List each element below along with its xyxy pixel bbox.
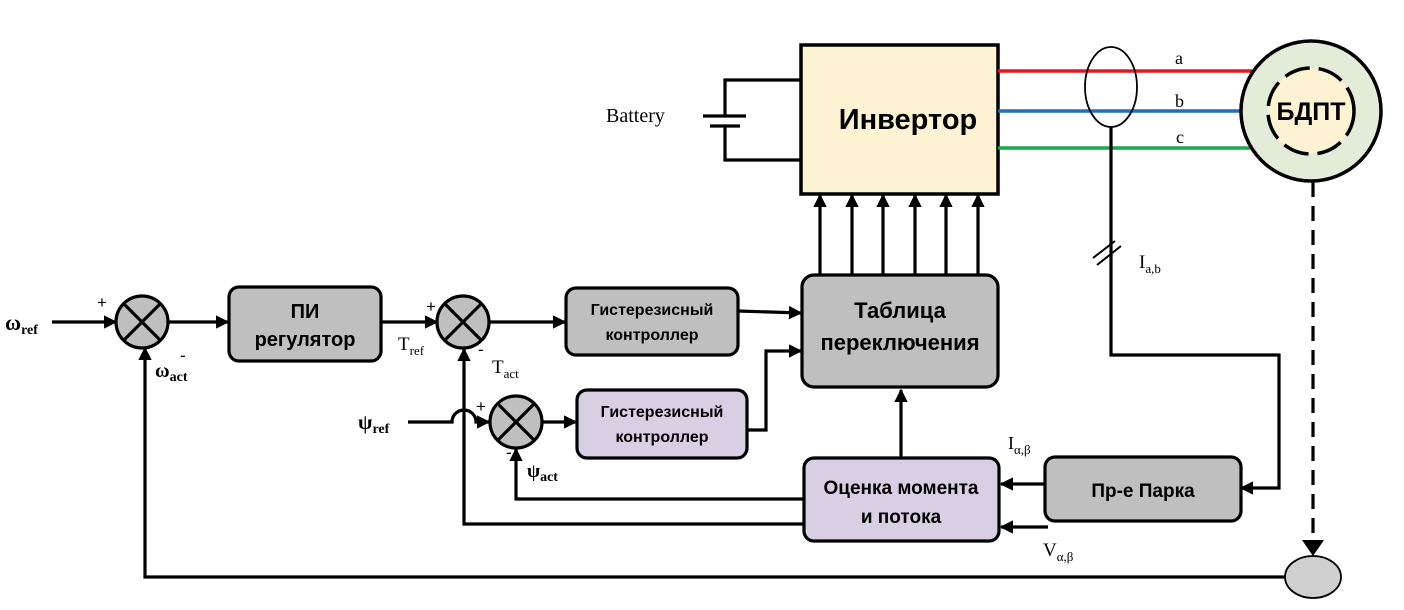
current-ab-label: Ia,b	[1139, 252, 1161, 276]
hyst1-line2: контроллер	[605, 327, 698, 344]
torque-flux-estimator-block	[802, 456, 1001, 543]
torque-feedback-line	[457, 347, 804, 526]
park-transform-label: Пр-е Парка	[1091, 481, 1195, 502]
estimator-label-line2: и потока	[861, 507, 942, 528]
current-sensor-ring	[1084, 46, 1138, 128]
flux-hysteresis-block	[575, 388, 749, 460]
speed-feedback-line	[138, 346, 1285, 579]
flux-summing-junction	[488, 394, 544, 450]
psi-ref-label: ψref	[358, 410, 390, 437]
inverter-label: Инвертор	[839, 104, 978, 136]
psi-act-label: ψact	[527, 461, 558, 485]
battery-label: Battery	[606, 105, 665, 127]
torque-ref-label: Tref	[398, 334, 425, 358]
motor-label: БДПТ	[1276, 98, 1345, 126]
torque-hysteresis-block	[564, 286, 740, 357]
phase-b-label: b	[1175, 91, 1184, 111]
gate-signal-arrows	[813, 193, 985, 275]
current-alphabeta-label: Iα,β	[1008, 433, 1031, 457]
pi-label-line1: ПИ	[291, 301, 320, 323]
hyst2-line1: Гистерезисный	[601, 404, 724, 421]
pi-regulator-block	[227, 285, 383, 363]
sum1-minus: -	[180, 346, 186, 365]
phase-c-label: c	[1176, 127, 1184, 147]
switching-table-line1: Таблица	[854, 298, 946, 323]
switching-table-line2: переключения	[820, 330, 979, 355]
motor-rotor	[1266, 66, 1356, 156]
battery-symbol	[703, 78, 800, 162]
torque-act-label: Tact	[492, 357, 519, 381]
omega-act-label: ωact	[155, 360, 188, 385]
speed-sensor	[1284, 555, 1342, 599]
current-feedback-line	[1109, 127, 1281, 495]
hyst2-line2: контроллер	[615, 429, 708, 446]
omega-ref-label: ωref	[5, 310, 38, 338]
hyst1-line1: Гистерезисный	[591, 302, 714, 319]
inverter-block	[799, 43, 1000, 196]
phase-a-label: a	[1175, 48, 1183, 68]
sum1-plus: +	[97, 293, 107, 312]
flux-feedback-line	[509, 447, 804, 501]
voltage-alphabeta-label: Vα,β	[1043, 540, 1074, 564]
estimator-label-line1: Оценка момента	[824, 478, 979, 499]
park-transform-block	[1043, 455, 1243, 523]
sum3-minus: -	[506, 443, 512, 462]
switching-table-block	[800, 273, 1000, 389]
sum2-minus: -	[478, 340, 484, 359]
sum2-plus: +	[426, 297, 436, 316]
speed-summing-junction	[114, 294, 170, 350]
pi-label-line2: регулятор	[255, 329, 356, 351]
sum3-plus: +	[476, 397, 486, 416]
